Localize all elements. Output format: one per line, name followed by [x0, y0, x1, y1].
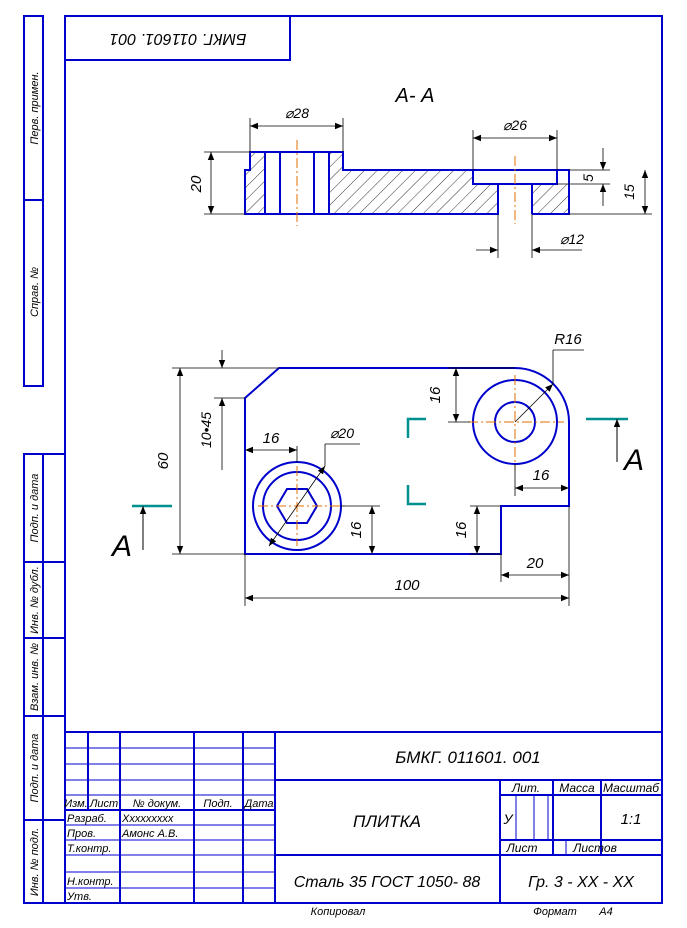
dim-plan-h60: 60: [155, 452, 172, 469]
hdr-podp: Подп.: [203, 798, 232, 810]
footer-format: Формат: [533, 906, 577, 918]
side-labels: Перв. примен. Справ. № Подп. и дата Инв.…: [29, 71, 41, 896]
row-razrab-name: Xxxxxxxxx: [121, 813, 174, 825]
row-nkontr: Н.контр.: [67, 876, 114, 888]
title-block-thin: [65, 747, 567, 889]
top-stamp: БМКГ. 011601. 001: [64, 15, 291, 61]
footer: Копировал Формат А4: [311, 906, 613, 918]
footer-kopiroval: Копировал: [311, 906, 366, 918]
hdr-list: Лист: [89, 798, 118, 810]
hdr-izm: Изм.: [64, 798, 87, 810]
dim-section-d12: ⌀12: [560, 231, 584, 247]
row-prov-name: Амонс А.В.: [121, 828, 178, 840]
lbl-massa: Масса: [559, 781, 595, 795]
side-label-inv-dubl: Инв. № дубл.: [29, 566, 41, 634]
side-columns: [23, 15, 66, 904]
cut-label-left: А: [110, 530, 132, 563]
row-prov: Пров.: [67, 828, 96, 840]
dim-plan-r16: R16: [554, 331, 582, 348]
part-name: ПЛИТКА: [353, 812, 421, 831]
dim-plan-w20: 20: [526, 555, 544, 572]
side-label-perv: Перв. примен.: [29, 71, 41, 144]
dim-plan-d20: ⌀20: [330, 425, 354, 441]
section-view: А- А: [188, 85, 652, 258]
cut-label-right: А: [622, 444, 644, 477]
doc-code: БМКГ. 011601. 001: [395, 748, 541, 767]
footer-format-value: А4: [598, 906, 612, 918]
dim-section-h15: 15: [621, 184, 637, 200]
side-label-podp2: Подп. и дата: [29, 734, 41, 803]
section-title: А- А: [395, 85, 435, 107]
dim-section-d26: ⌀26: [503, 117, 527, 133]
dim-plan-chamfer: 10•45: [198, 412, 214, 448]
top-stamp-code: БМКГ. 011601. 001: [110, 30, 247, 47]
side-label-vzam: Взам. инв. №: [29, 643, 41, 711]
dim-plan-top16: 16: [427, 386, 444, 403]
material: Сталь 35 ГОСТ 1050- 88: [294, 874, 481, 891]
scale-value: 1:1: [621, 811, 642, 828]
row-utv: Утв.: [66, 891, 92, 903]
dim-plan-w100: 100: [394, 577, 420, 594]
dim-plan-step16: 16: [453, 521, 470, 538]
dim-plan-right16: 16: [533, 467, 550, 484]
title-block-text: БМКГ. 011601. 001 ПЛИТКА Сталь 35 ГОСТ 1…: [64, 748, 660, 903]
lbl-sheets: Листов: [572, 841, 617, 855]
dim-section-h20: 20: [188, 175, 205, 193]
hdr-data: Дата: [242, 798, 273, 810]
dim-section-d28: ⌀28: [285, 105, 309, 121]
dim-section-h5: 5: [580, 174, 596, 182]
row-razrab: Разраб.: [67, 813, 107, 825]
side-label-podp1: Подп. и дата: [29, 474, 41, 543]
side-label-sprav: Справ. №: [29, 267, 41, 317]
hdr-doc-no: № докум.: [133, 798, 181, 810]
group-code: Гр. 3 - XX - XX: [528, 874, 635, 891]
lbl-masshtab: Масштаб: [603, 781, 660, 795]
lit-value: У: [503, 811, 515, 827]
lbl-lit: Лит.: [511, 781, 540, 795]
title-block-frame: [65, 731, 662, 903]
row-tkontr: Т.контр.: [67, 843, 111, 855]
dim-plan-bot16: 16: [348, 521, 365, 538]
side-label-inv-podl: Инв. № подл.: [29, 828, 41, 896]
lbl-sheet: Лист: [506, 841, 538, 855]
plan-view: А А: [110, 331, 644, 606]
dim-plan-left16: 16: [263, 430, 280, 447]
